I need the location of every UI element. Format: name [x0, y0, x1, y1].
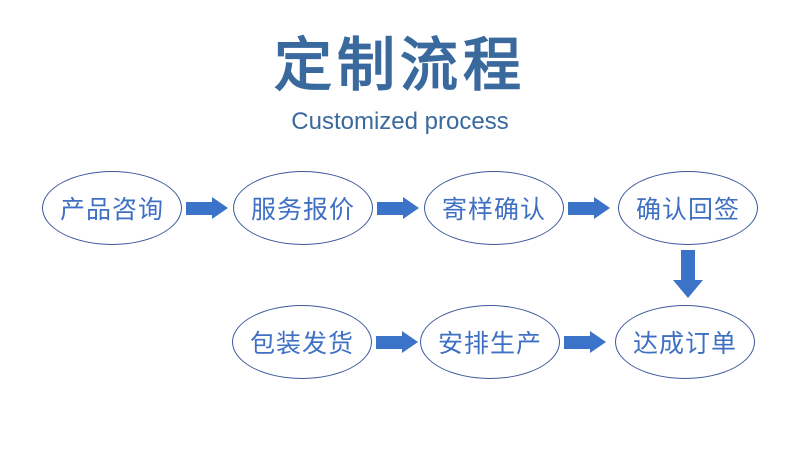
- flow-node-label: 达成订单: [632, 330, 737, 358]
- arrow-shaft: [186, 201, 212, 215]
- arrow-shaft: [564, 335, 590, 349]
- arrow-shaft: [568, 201, 594, 215]
- arrow-tip: [590, 331, 606, 353]
- arrow-shaft: [681, 250, 695, 280]
- page-subtitle: Customized process: [291, 108, 509, 135]
- flow-node-packing-shipping: 包装发货: [232, 305, 372, 379]
- flow-node-product-inquiry: 产品咨询: [42, 171, 182, 245]
- flow-node-arrange-production: 安排生产: [420, 305, 560, 379]
- arrow-right-icon: [376, 331, 418, 353]
- flow-node-label: 确认回签: [635, 196, 740, 224]
- arrow-shaft: [377, 201, 403, 215]
- arrow-down-icon: [673, 250, 703, 298]
- flow-node-label: 寄样确认: [441, 196, 546, 224]
- arrow-tip: [403, 197, 419, 219]
- arrow-right-icon: [377, 197, 419, 219]
- flow-node-sample-confirmation: 寄样确认: [424, 171, 564, 245]
- arrow-shaft: [376, 335, 402, 349]
- page-title: 定制流程: [273, 33, 526, 98]
- arrow-tip: [212, 197, 228, 219]
- arrow-tip: [402, 331, 418, 353]
- flow-node-label: 服务报价: [250, 196, 355, 224]
- arrow-right-icon: [568, 197, 610, 219]
- flow-node-confirm-signback: 确认回签: [618, 171, 758, 245]
- arrow-right-icon: [186, 197, 228, 219]
- arrow-right-icon: [564, 331, 606, 353]
- arrow-tip: [673, 280, 703, 298]
- flow-node-service-quote: 服务报价: [233, 171, 373, 245]
- flow-node-label: 安排生产: [437, 330, 542, 358]
- flow-node-label: 产品咨询: [59, 196, 164, 224]
- arrow-tip: [594, 197, 610, 219]
- flow-node-label: 包装发货: [249, 330, 354, 358]
- flow-node-order-completed: 达成订单: [615, 305, 755, 379]
